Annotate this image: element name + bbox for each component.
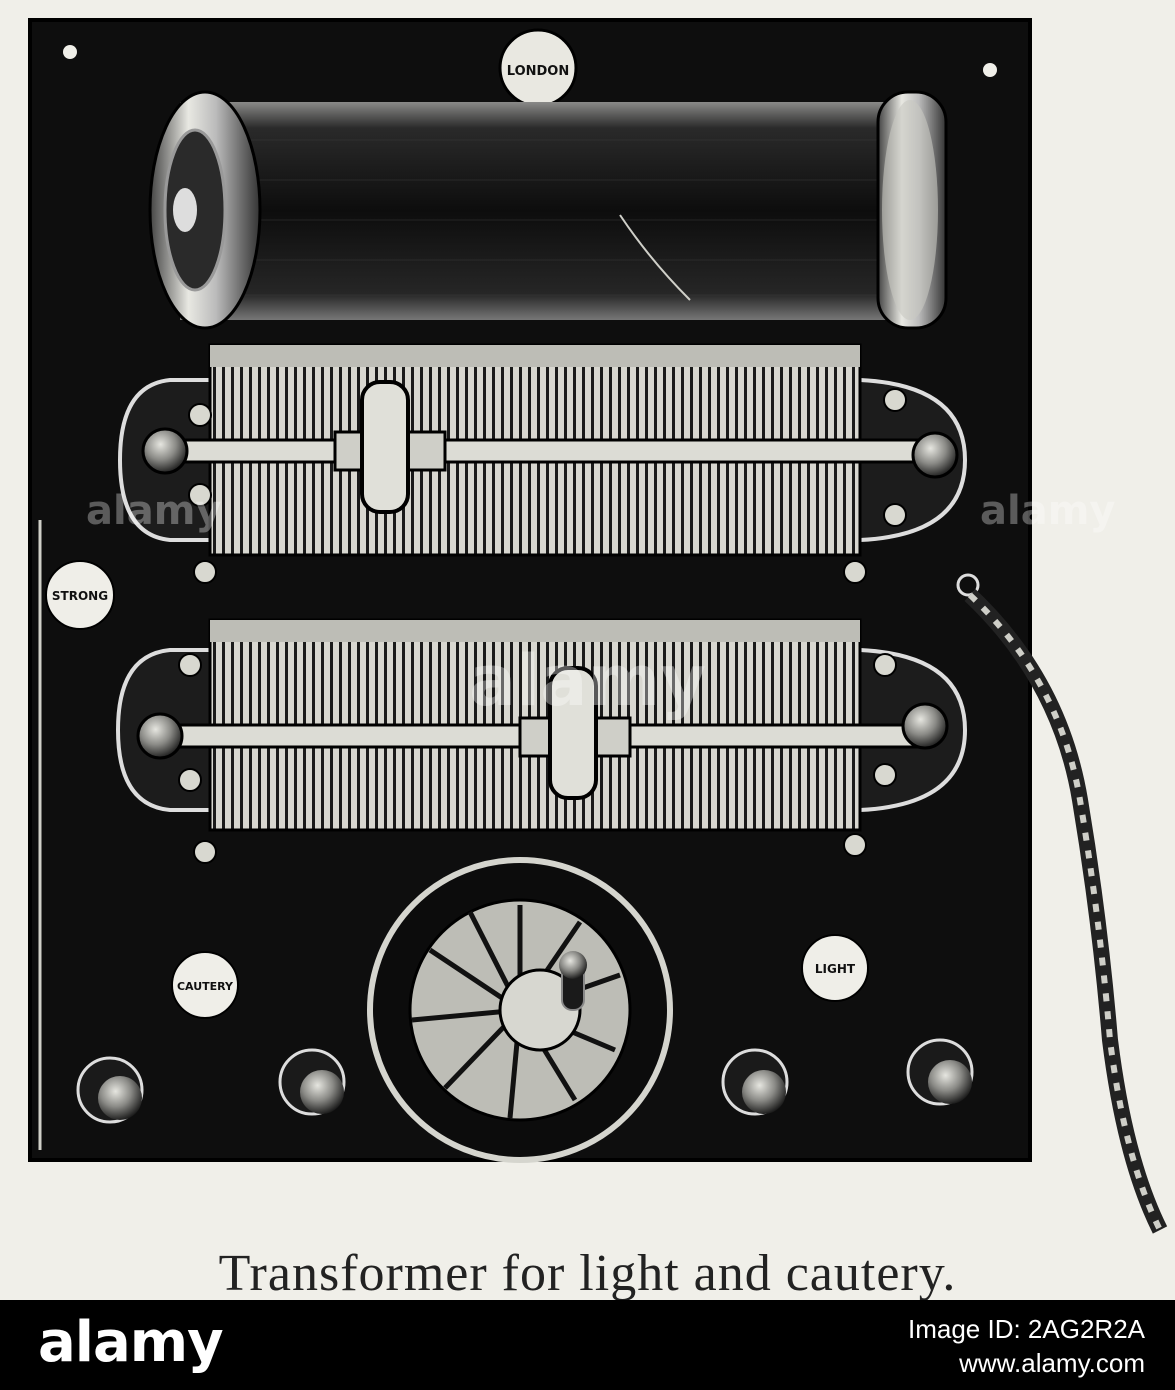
label-cautery: CAUTERY	[171, 951, 239, 1019]
label-light: LIGHT	[801, 934, 869, 1002]
mounting-hole	[63, 45, 77, 59]
twisted-cord	[956, 573, 1168, 1234]
engraving: LONDON	[28, 18, 1168, 1234]
terminal-knob	[278, 1048, 346, 1116]
maker-badge: LONDON	[498, 28, 578, 108]
svg-text:LIGHT: LIGHT	[815, 962, 856, 976]
transformer-illustration: LONDON	[28, 18, 1168, 1234]
cylinder-coil	[148, 90, 948, 330]
svg-text:LONDON: LONDON	[507, 64, 569, 79]
terminal-knob	[906, 1038, 974, 1106]
svg-text:STRONG: STRONG	[52, 589, 108, 603]
mounting-hole	[983, 63, 997, 77]
rosette-switch	[367, 857, 673, 1163]
stock-info: Image ID: 2AG2R2A www.alamy.com	[908, 1312, 1145, 1380]
stock-url: www.alamy.com	[959, 1348, 1145, 1378]
terminal-knob	[721, 1048, 789, 1116]
terminal-knob	[76, 1056, 144, 1124]
image-id: Image ID: 2AG2R2A	[908, 1314, 1145, 1344]
upper-rheostat	[117, 343, 968, 557]
label-strong: STRONG	[45, 560, 115, 630]
stock-footer-bar: alamy Image ID: 2AG2R2A www.alamy.com	[0, 1300, 1175, 1390]
stock-logo: alamy	[38, 1310, 224, 1375]
svg-text:CAUTERY: CAUTERY	[177, 980, 234, 993]
lower-rheostat	[115, 618, 968, 832]
figure-caption: Transformer for light and cautery.	[218, 1245, 957, 1302]
